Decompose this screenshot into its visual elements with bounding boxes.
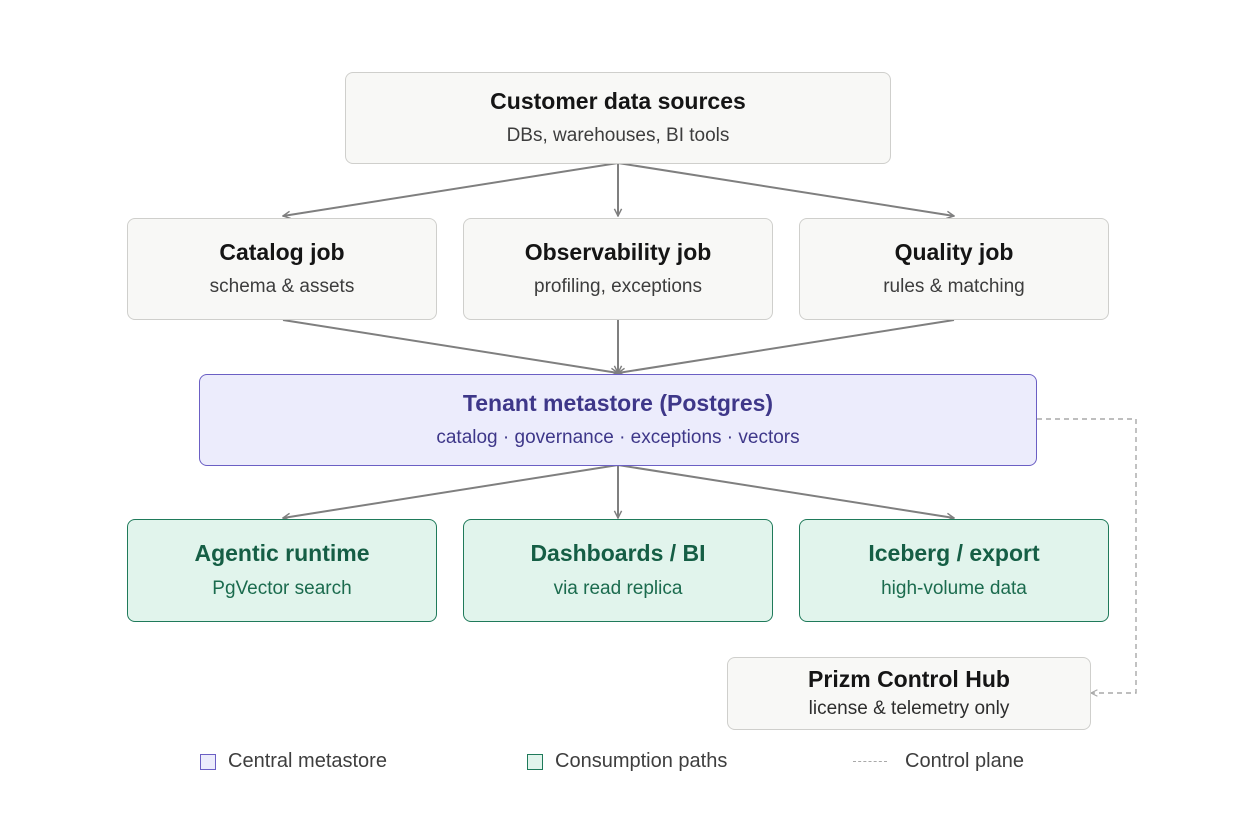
legend-central-metastore: Central metastore [200,750,387,773]
node-title: Quality job [894,238,1014,265]
iceberg-export-node: Iceberg / export high-volume data [799,519,1109,622]
node-subtitle: schema & assets [209,276,355,298]
catalog-job-node: Catalog job schema & assets [127,218,437,320]
legend-label: Consumption paths [555,750,728,772]
node-title: Prizm Control Hub [808,666,1010,693]
node-title: Iceberg / export [868,540,1040,567]
node-title: Agentic runtime [194,540,370,567]
customer-data-sources-node: Customer data sources DBs, warehouses, B… [345,72,891,164]
legend-dashed-line [853,761,887,762]
prizm-control-hub-node: Prizm Control Hub license & telemetry on… [727,657,1091,730]
node-subtitle: PgVector search [212,577,352,599]
legend-label: Central metastore [228,750,387,772]
legend-consumption-paths: Consumption paths [527,750,727,773]
node-subtitle: profiling, exceptions [534,276,702,298]
legend-control-plane: Control plane [853,750,1024,773]
arrow-sources-to-quality [617,162,954,216]
arrow-quality-to-metastore [618,319,955,373]
node-subtitle: license & telemetry only [808,697,1010,719]
arrow-metastore-to-agentic [283,464,619,518]
legend-swatch-green [527,753,543,770]
control-plane-dashed-connector [1037,418,1137,693]
dashboards-bi-node: Dashboards / BI via read replica [463,519,773,622]
legend-label: Control plane [905,750,1024,772]
node-subtitle: catalog · governance · exceptions · vect… [436,427,800,449]
node-subtitle: high-volume data [881,577,1027,599]
observability-job-node: Observability job profiling, exceptions [463,218,773,320]
node-title: Observability job [524,238,712,265]
node-subtitle: DBs, warehouses, BI tools [506,125,730,147]
quality-job-node: Quality job rules & matching [799,218,1109,320]
agentic-runtime-node: Agentic runtime PgVector search [127,519,437,622]
node-title: Tenant metastore (Postgres) [462,389,774,416]
node-title: Catalog job [219,238,345,265]
node-subtitle: rules & matching [883,276,1025,298]
tenant-metastore-node: Tenant metastore (Postgres) catalog · go… [199,374,1037,466]
legend-swatch-purple [200,753,216,770]
node-title: Customer data sources [490,87,746,114]
arrow-metastore-to-iceberg [617,464,954,518]
node-subtitle: via read replica [553,577,683,599]
arrow-sources-to-catalog [283,162,619,216]
arrow-catalog-to-metastore [282,319,618,373]
node-title: Dashboards / BI [530,540,706,567]
